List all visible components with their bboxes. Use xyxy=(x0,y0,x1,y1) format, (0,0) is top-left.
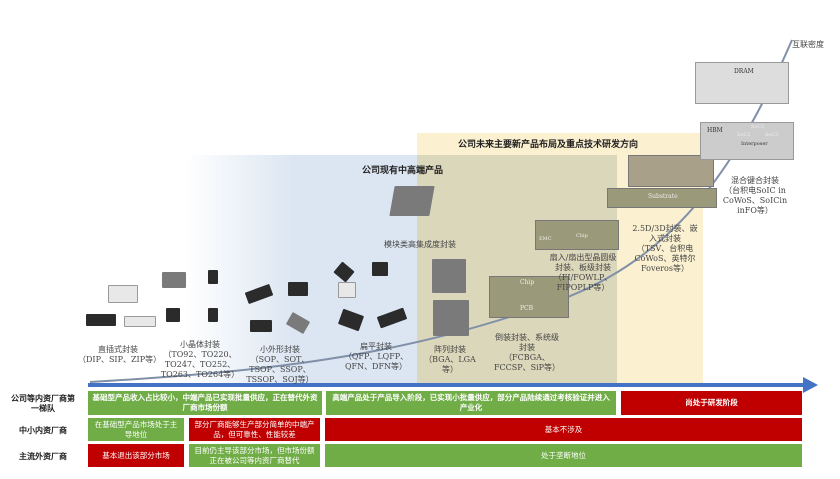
dip-package-image xyxy=(86,314,116,326)
dram-label: DRAM xyxy=(734,68,754,75)
package-detail: （BGA、LGA等） xyxy=(424,355,476,374)
soc3-label: SoC3 xyxy=(765,132,779,138)
hybrid-bonding-hbm-diagram: HBM SoC1 SoC2 SoC3 Interposer xyxy=(700,122,794,160)
to92-package-image xyxy=(208,270,218,284)
to252-package-image xyxy=(162,272,186,288)
to263-package-image xyxy=(208,308,218,322)
chip-label: Chip xyxy=(520,279,535,286)
package-label-flipchip: 倒装封装、系统级封装（FCBGA、FCCSP、SiP等） xyxy=(492,333,562,373)
package-name: 混合键合封装 xyxy=(731,176,779,185)
lqfp-package-image xyxy=(338,282,356,298)
to220-package-image xyxy=(166,308,180,322)
substrate-label: Substrate xyxy=(648,193,678,200)
tier1-highend-cell: 高端产品处于产品导入阶段，已实现小批量供应，部分产品陆续通过考核验证并进入产业化 xyxy=(326,391,616,415)
package-label-qfp: 扁平封装（QFP、LQFP、QFN、DFN等） xyxy=(333,342,419,372)
package-name: 阵列封装 xyxy=(434,345,466,354)
package-detail: （TO92、TO220、TO247、TO252、TO263、TO264等） xyxy=(160,350,240,379)
package-label-module: 模块类高集成度封装 xyxy=(370,240,470,250)
row-label-tier1: 公司等内资厂商第一梯队 xyxy=(11,393,75,413)
foreign-highend-cell: 处于垄断地位 xyxy=(325,444,802,467)
hbm-label: HBM xyxy=(707,127,723,134)
small-midend-cell: 部分厂商能够生产部分简单的中端产品，但可靠性、性能较差 xyxy=(189,418,320,441)
package-detail: （DIP、SIP、ZIP等） xyxy=(78,355,162,364)
flipchip-diagram: Chip PCB xyxy=(489,276,569,318)
row-label-small-domestic: 中小内资厂商 xyxy=(19,425,67,435)
pcb-label: PCB xyxy=(520,305,534,312)
package-name: 扇入/扇出型晶圆级封装、板级封装 xyxy=(549,253,617,272)
emc-label: EMC xyxy=(539,236,552,242)
package-detail: （TSV、台积电CoWoS、英特尔Foveros等） xyxy=(634,244,696,273)
3d-stack-diagram xyxy=(628,155,714,187)
future-panel-title: 公司未来主要新产品布局及重点技术研发方向 xyxy=(458,140,639,150)
package-label-fanout: 扇入/扇出型晶圆级封装、板级封装（FI/FOWLP、FIPOPLP等） xyxy=(547,253,619,293)
package-label-sop: 小外形封装（SOP、SOT、TSOP、SSOP、TSSOP、SOJ等） xyxy=(240,345,320,385)
package-detail: （台积电SoIC in CoWoS、SoICin inFO等） xyxy=(722,186,788,215)
foreign-midend-cell: 目前仍主导该部分市场，但市场份额正在被公司等内资厂商替代 xyxy=(189,444,320,467)
package-name: 2.5D/3D封装、嵌入式封装 xyxy=(632,224,698,243)
small-basic-cell: 在基础型产品市场处于主导地位 xyxy=(88,418,184,441)
interposer-label: Interposer xyxy=(741,141,768,147)
existing-panel-title: 公司现有中高端产品 xyxy=(362,166,444,176)
soc1-label: SoC1 xyxy=(751,124,765,130)
package-name: 小晶体封装 xyxy=(180,340,220,349)
foreign-basic-cell: 基本退出该部分市场 xyxy=(88,444,184,467)
25d-3d-diagram: Substrate xyxy=(607,188,717,208)
tier1-basic-cell: 基础型产品收入占比较小，中端产品已实现批量供应，正在替代外资厂商市场份额 xyxy=(88,391,322,415)
package-name: 扁平封装 xyxy=(360,342,392,351)
module-package-image xyxy=(389,186,435,216)
package-detail: （QFP、LQFP、QFN、DFN等） xyxy=(343,352,409,371)
row-label-foreign: 主流外资厂商 xyxy=(19,451,67,461)
chip-label: Chip xyxy=(576,233,588,239)
zip-package-image xyxy=(124,316,156,327)
package-label-to: 小晶体封装（TO92、TO220、TO247、TO252、TO263、TO264… xyxy=(160,340,240,380)
package-name: 直插式封装 xyxy=(98,345,138,354)
package-name: 倒装封装、系统级封装 xyxy=(495,333,559,352)
interconnect-density-label: 互联密度 xyxy=(792,40,824,49)
bga-package-image xyxy=(432,259,466,293)
package-label-array: 阵列封装（BGA、LGA等） xyxy=(420,345,480,375)
timeline-arrow-head xyxy=(803,377,818,393)
sip-package-image xyxy=(108,285,138,303)
package-detail: （FI/FOWLP、FIPOPLP等） xyxy=(553,273,613,292)
lga-package-image xyxy=(433,300,469,336)
package-detail: （SOP、SOT、TSOP、SSOP、TSSOP、SOJ等） xyxy=(246,355,314,384)
ssop-package-image xyxy=(250,320,272,332)
qfn-package-image xyxy=(372,262,388,276)
package-label-dip: 直插式封装（DIP、SIP、ZIP等） xyxy=(78,345,162,365)
package-name: 模块类高集成度封装 xyxy=(384,240,456,249)
fan-out-diagram: EMC Chip xyxy=(535,220,619,250)
package-label-25d3d: 2.5D/3D封装、嵌入式封装（TSV、台积电CoWoS、英特尔Foveros等… xyxy=(630,224,700,274)
sot-package-image xyxy=(288,282,308,296)
small-highend-cell: 基本不涉及 xyxy=(325,418,802,441)
package-name: 小外形封装 xyxy=(260,345,300,354)
hybrid-bonding-dram-diagram: DRAM xyxy=(695,62,789,104)
package-detail: （FCBGA、FCCSP、SiP等） xyxy=(493,353,561,372)
soc2-label: SoC2 xyxy=(737,132,751,138)
tier1-future-cell: 尚处于研发阶段 xyxy=(621,391,802,415)
package-label-hybrid: 混合键合封装（台积电SoIC in CoWoS、SoICin inFO等） xyxy=(720,176,790,216)
